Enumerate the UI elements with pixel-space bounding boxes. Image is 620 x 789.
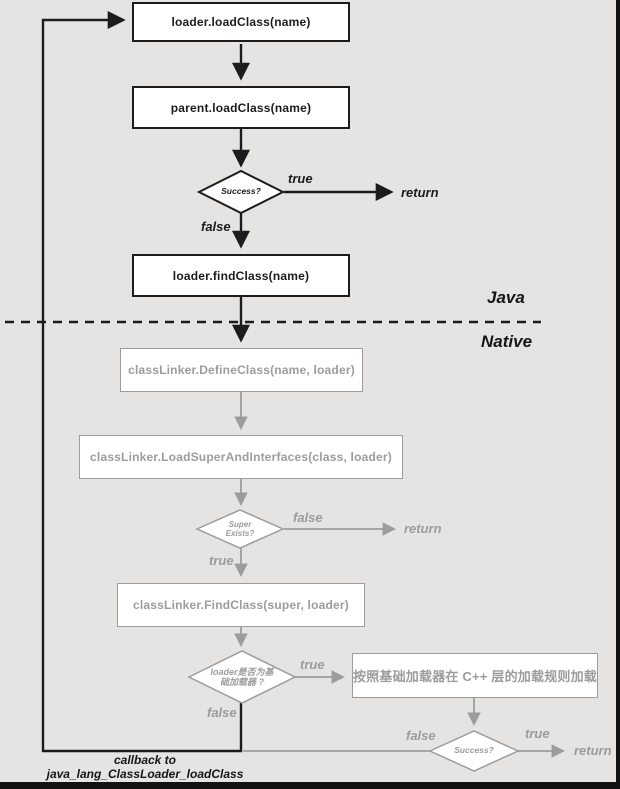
process-cpp-load-rule: 按照基础加载器在 C++ 层的加载规则加载 <box>352 653 598 698</box>
label-success-native-true: true <box>525 726 550 741</box>
super-exists-diamond <box>195 509 285 549</box>
label-success-native-return: return <box>574 743 612 758</box>
section-label-native: Native <box>481 332 533 351</box>
label-success-java-return: return <box>401 185 439 200</box>
process-loader-findclass: loader.findClass(name) <box>132 254 350 297</box>
right-edge-bar <box>616 0 620 789</box>
label-super-exists-true: true <box>209 553 234 568</box>
label-is-base-loader-true: true <box>300 657 325 672</box>
is-base-loader-diamond <box>187 650 297 704</box>
process-classlinker-loadsuperandinterfaces: classLinker.LoadSuperAndInterfaces(class… <box>79 435 403 479</box>
process-loader-loadclass: loader.loadClass(name) <box>132 2 350 42</box>
label-super-exists-false: false <box>293 510 323 525</box>
success-native-diamond <box>428 730 520 772</box>
process-parent-loadclass: parent.loadClass(name) <box>132 86 350 129</box>
label-success-java-true: true <box>288 171 313 186</box>
callback-annotation-line2: java_lang_ClassLoader_loadClass <box>46 766 244 781</box>
success-java-diamond <box>196 169 286 215</box>
label-success-native-false: false <box>406 728 436 743</box>
process-classlinker-defineclass: classLinker.DefineClass(name, loader) <box>120 348 363 392</box>
callback-loop-arrow <box>41 11 243 753</box>
process-classlinker-findclass: classLinker.FindClass(super, loader) <box>117 583 365 627</box>
label-super-exists-return: return <box>404 521 442 536</box>
callback-annotation-line1: callback to <box>113 753 177 767</box>
callback-annotation: callback to java_lang_ClassLoader_loadCl… <box>25 753 265 782</box>
label-is-base-loader-false: false <box>207 705 237 720</box>
section-label-java: Java <box>487 288 525 307</box>
bottom-edge-bar <box>0 782 620 789</box>
label-success-java-false: false <box>201 219 231 234</box>
